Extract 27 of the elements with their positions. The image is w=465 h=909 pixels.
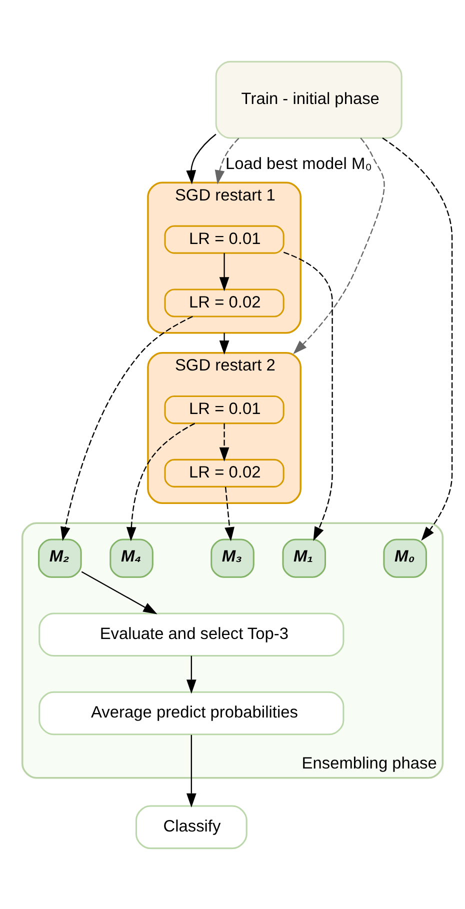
arrow — [382, 137, 453, 540]
node-box: LR = 0.02 — [164, 288, 284, 317]
node-box: LR = 0.01 — [164, 395, 284, 424]
node-box: LR = 0.02 — [164, 458, 284, 487]
arrow — [126, 422, 196, 541]
edge-label: Load best model M₀ — [225, 154, 372, 172]
arrow — [81, 570, 158, 614]
arrow — [283, 251, 333, 540]
node-box: M₂ — [38, 538, 82, 578]
node-box: LR = 0.01 — [164, 224, 284, 254]
node-box: M₄ — [110, 538, 154, 578]
node-box: M₁ — [282, 538, 326, 578]
node-box: M₀ — [383, 538, 427, 578]
arrow — [219, 422, 230, 461]
arrow — [293, 137, 385, 354]
node-box: Evaluate and select Top-3 — [38, 612, 344, 656]
arrow — [186, 655, 196, 694]
arrow — [219, 332, 230, 354]
arrow — [214, 137, 240, 184]
node-box: Train - initial phase — [215, 60, 402, 138]
arrow — [186, 734, 196, 807]
node-box: Classify — [135, 804, 248, 849]
arrow — [219, 252, 230, 291]
arrow — [224, 486, 234, 541]
arrow — [186, 133, 216, 184]
node-box: M₃ — [210, 538, 254, 578]
node-box: Average predict probabilities — [38, 690, 344, 735]
